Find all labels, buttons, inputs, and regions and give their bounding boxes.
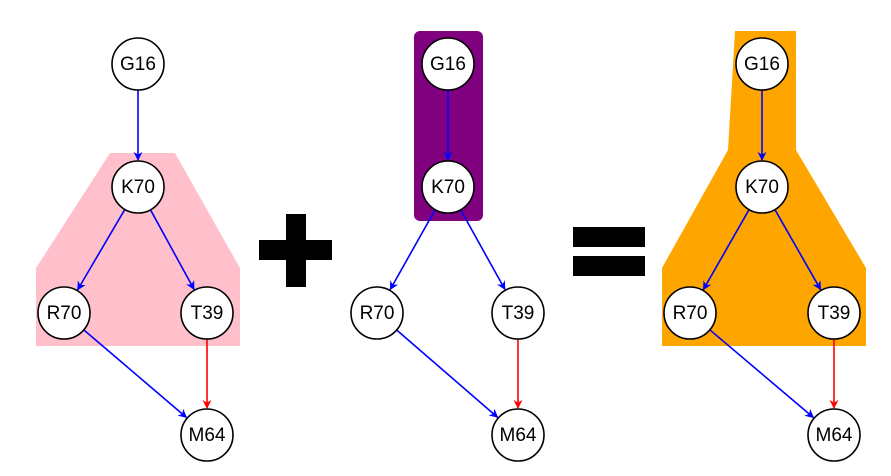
node-label: K70: [431, 177, 465, 198]
node-label: G16: [120, 54, 156, 75]
node-circle: [350, 286, 404, 340]
edge-middle-k70-to-r70: [389, 209, 436, 291]
node-left-m64: M64: [180, 408, 234, 462]
node-label: R70: [360, 303, 395, 324]
node-left-t39: T39: [180, 286, 234, 340]
node-left-k70: K70: [111, 160, 165, 214]
node-circle: [111, 37, 165, 91]
node-circle: [491, 286, 545, 340]
node-label: G16: [430, 54, 466, 75]
node-circle: [663, 286, 717, 340]
node-right-m64: M64: [807, 408, 861, 462]
node-circle: [735, 37, 789, 91]
node-label: K70: [121, 177, 155, 198]
node-label: M64: [189, 425, 226, 446]
node-label: T39: [502, 303, 535, 324]
node-label: K70: [745, 177, 779, 198]
node-circle: [421, 160, 475, 214]
node-circle: [491, 408, 545, 462]
node-circle: [37, 286, 91, 340]
node-middle-t39: T39: [491, 286, 545, 340]
node-label: R70: [47, 303, 82, 324]
node-right-r70: R70: [663, 286, 717, 340]
node-circle: [735, 160, 789, 214]
edges: [76, 90, 839, 419]
node-right-k70: K70: [735, 160, 789, 214]
node-left-g16: G16: [111, 37, 165, 91]
node-middle-k70: K70: [421, 160, 475, 214]
edge-middle-k70-to-t39: [459, 209, 506, 291]
node-label: T39: [818, 303, 851, 324]
operator-equals: [573, 227, 645, 276]
edge-left-r70-to-m64: [83, 329, 188, 419]
node-label: M64: [816, 425, 853, 446]
node-right-t39: T39: [807, 286, 861, 340]
node-circle: [180, 408, 234, 462]
node-middle-r70: R70: [350, 286, 404, 340]
node-circle: [111, 160, 165, 214]
node-circle: [180, 286, 234, 340]
node-middle-g16: G16: [421, 37, 475, 91]
node-label: R70: [673, 303, 708, 324]
edge-left-k70-to-r70: [76, 209, 126, 291]
node-label: T39: [191, 303, 224, 324]
node-circle: [807, 286, 861, 340]
node-right-g16: G16: [735, 37, 789, 91]
edge-right-r70-to-m64: [709, 329, 815, 419]
node-label: G16: [744, 54, 780, 75]
edge-left-k70-to-t39: [149, 209, 195, 291]
node-label: M64: [500, 425, 537, 446]
node-circle: [807, 408, 861, 462]
operator-plus: [259, 214, 332, 287]
node-circle: [421, 37, 475, 91]
edge-right-k70-to-r70: [702, 209, 750, 291]
edge-right-k70-to-t39: [774, 209, 822, 291]
node-left-r70: R70: [37, 286, 91, 340]
node-middle-m64: M64: [491, 408, 545, 462]
edge-middle-r70-to-m64: [396, 329, 499, 418]
